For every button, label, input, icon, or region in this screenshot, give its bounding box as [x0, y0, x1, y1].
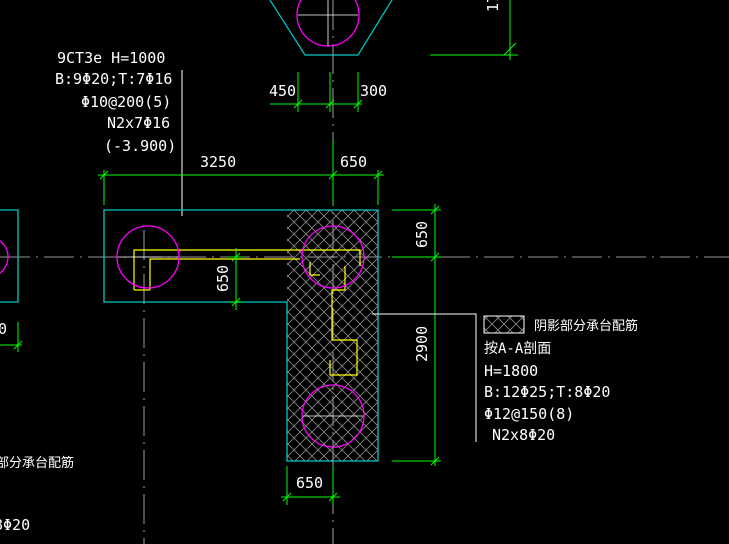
width-dimension [98, 140, 384, 205]
rebar [133, 249, 361, 376]
dim-height-leg: 2900 [413, 326, 431, 362]
rebar-lower [329, 310, 358, 376]
right-dimension [392, 204, 441, 466]
cap-label-line2: B:9Φ20;T:7Φ16 [55, 70, 172, 88]
bottom-dimension [281, 466, 340, 505]
cap-label-line3: Φ10@200(5) [81, 93, 171, 111]
dim-width-leg: 650 [340, 153, 367, 171]
cap-label-line5: (-3.900) [104, 137, 176, 155]
legend-hatch-swatch [483, 315, 525, 334]
dim-width-main: 3250 [200, 153, 236, 171]
legend-height: H=1800 [484, 362, 538, 380]
dim-height-top: 650 [413, 221, 431, 248]
l-shaped-pile-cap [103, 209, 379, 462]
legend-stirrup: Φ12@150(8) [484, 405, 574, 423]
pile-3 [301, 384, 365, 448]
top-right-dimension [430, 0, 518, 60]
rebar-horizontal [133, 249, 361, 290]
legend: 阴影部分承台配筋 按A-A剖面 H=1800 B:12Φ25;T:8Φ20 Φ1… [483, 315, 638, 444]
dim-bottom: 650 [296, 474, 323, 492]
pile-2 [301, 225, 365, 289]
legend-side-bars: N2x8Φ20 [492, 426, 555, 444]
rebar-hook [309, 262, 320, 276]
left-partial-cap [0, 209, 23, 352]
rebar-inner [149, 258, 300, 290]
legend-section-ref: 按A-A剖面 [484, 341, 551, 357]
dim-top-right: 300 [360, 82, 387, 100]
legend-bars: B:12Φ25;T:8Φ20 [484, 383, 610, 401]
top-pile-cap [269, 0, 393, 56]
pile-1 [116, 225, 180, 289]
top-cap-outline [269, 0, 393, 56]
inner-dimension [228, 248, 244, 310]
dim-top-right-partial: 17 [484, 0, 502, 12]
cap-label-line4: N2x7Φ16 [107, 114, 170, 132]
piles [116, 225, 365, 448]
legend-leader [372, 313, 477, 442]
left-partial-text3: 8Φ20 [0, 516, 30, 534]
left-partial-text1: 0 [0, 320, 7, 338]
cap-label-line1: 9CT3e H=1000 [57, 49, 165, 67]
left-partial-text2: 部分承台配筋 [0, 455, 74, 471]
top-dimension [270, 72, 363, 112]
dim-top-left: 450 [269, 82, 296, 100]
rebar-vertical [331, 266, 346, 310]
legend-hatch-desc: 阴影部分承台配筋 [534, 318, 638, 334]
dim-inner: 650 [214, 265, 232, 292]
